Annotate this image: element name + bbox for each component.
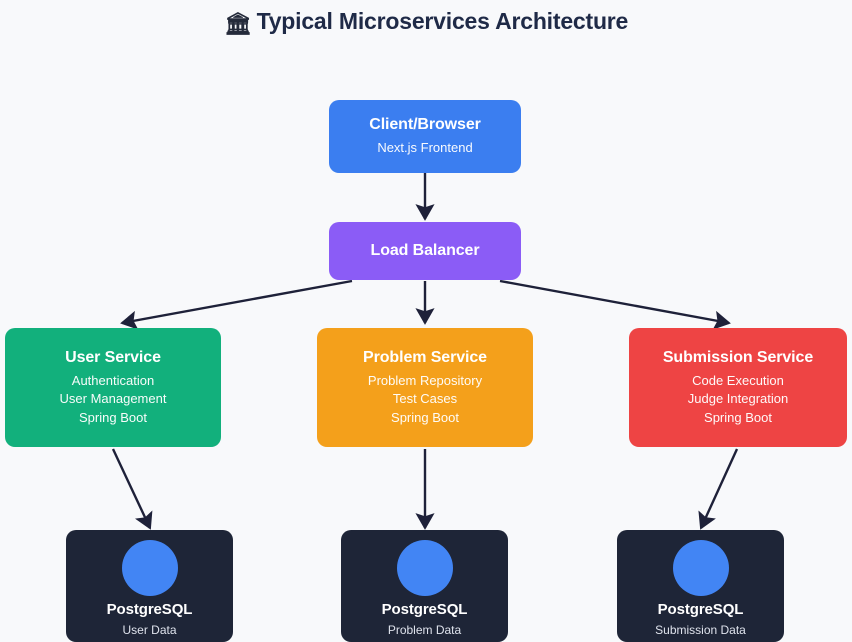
database-icon xyxy=(121,540,178,596)
node-subtitle: Code Execution Judge Integration Spring … xyxy=(688,372,788,427)
node-title: PostgreSQL xyxy=(657,601,744,618)
edge-user-service-to-db xyxy=(111,448,153,530)
node-subtitle-line: Test Cases xyxy=(392,391,458,407)
node-subtitle-line: Spring Boot xyxy=(391,409,459,425)
node-subtitle-line: Problem Data xyxy=(387,622,462,637)
node-subtitle-line: Spring Boot xyxy=(704,409,772,425)
node-title: Load Balancer xyxy=(370,242,480,259)
edge-load-balancer-to-user-service xyxy=(120,279,353,330)
database-icon xyxy=(396,540,453,596)
node-title: Client/Browser xyxy=(369,116,481,134)
page-title: 🏛Typical Microservices Architecture xyxy=(0,8,852,37)
node-subtitle: Problem Repository Test Cases Spring Boo… xyxy=(368,372,482,427)
database-icon xyxy=(672,540,729,596)
node-subtitle-line: User Data xyxy=(122,622,177,637)
node-problem-service[interactable]: Problem Service Problem Repository Test … xyxy=(317,328,533,447)
node-subtitle-line: Judge Integration xyxy=(687,391,789,407)
edge-submission-service-to-db xyxy=(698,448,739,530)
node-subtitle-line: Submission Data xyxy=(655,622,746,637)
node-subtitle: Submission Data xyxy=(655,622,746,639)
node-client-browser[interactable]: Client/Browser Next.js Frontend xyxy=(329,100,521,173)
edge-load-balancer-to-submission-service xyxy=(499,279,731,330)
node-title: Submission Service xyxy=(662,348,814,366)
node-subtitle-line: Next.js Frontend xyxy=(377,140,473,156)
node-database-submission[interactable]: PostgreSQL Submission Data xyxy=(617,530,784,642)
node-subtitle: Next.js Frontend xyxy=(377,139,472,157)
node-title: PostgreSQL xyxy=(106,601,193,618)
classical-building-icon: 🏛 xyxy=(223,11,252,36)
node-load-balancer[interactable]: Load Balancer xyxy=(329,222,521,280)
page-title-text: Typical Microservices Architecture xyxy=(256,8,629,34)
node-database-problem[interactable]: PostgreSQL Problem Data xyxy=(341,530,508,642)
node-subtitle-line: Spring Boot xyxy=(79,409,147,425)
node-user-service[interactable]: User Service Authentication User Managem… xyxy=(5,328,221,447)
node-title: User Service xyxy=(65,348,161,366)
node-subtitle: Authentication User Management Spring Bo… xyxy=(60,372,167,427)
node-subtitle-line: Code Execution xyxy=(692,372,784,388)
node-database-user[interactable]: PostgreSQL User Data xyxy=(66,530,233,642)
node-subtitle: Problem Data xyxy=(388,622,461,639)
node-subtitle-line: Authentication xyxy=(71,372,155,388)
node-subtitle-line: User Management xyxy=(59,391,167,407)
node-title: Problem Service xyxy=(363,348,487,366)
node-subtitle: User Data xyxy=(122,622,176,639)
node-title: PostgreSQL xyxy=(381,601,468,618)
node-subtitle-line: Problem Repository xyxy=(367,372,483,388)
node-submission-service[interactable]: Submission Service Code Execution Judge … xyxy=(629,328,847,447)
